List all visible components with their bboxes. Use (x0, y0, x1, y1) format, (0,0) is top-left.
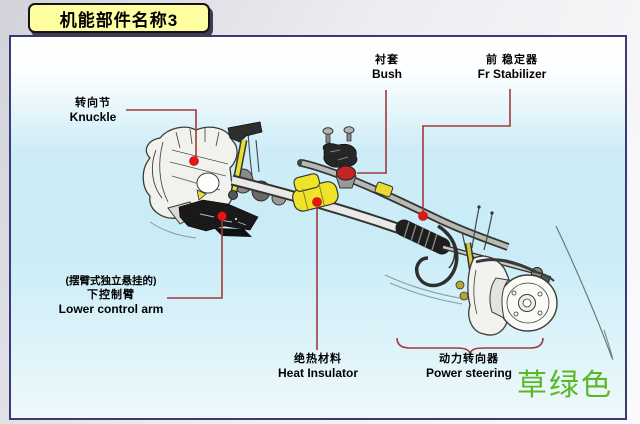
label-heat-insulator-zh: 绝热材料 (294, 353, 342, 365)
label-fr-stabilizer-en: Fr Stabilizer (477, 67, 547, 81)
label-bush-en: Bush (372, 67, 402, 81)
label-power-steering-zh: 动力转向器 (439, 353, 499, 365)
label-lower-control-arm-note: (摆臂式独立悬挂的) (65, 275, 157, 287)
label-knuckle-zh: 转向节 (75, 97, 111, 109)
label-heat-insulator-en: Heat Insulator (277, 366, 358, 380)
label-fr-stabilizer: 前 稳定器 Fr Stabilizer (466, 53, 558, 81)
label-lower-control-arm-en: Lower control arm (58, 302, 164, 316)
slide-title-text: 机能部件名称3 (59, 10, 179, 30)
label-knuckle-en: Knuckle (69, 110, 117, 124)
label-lower-control-arm-zh: 下控制臂 (87, 289, 135, 301)
label-power-steering-en: Power steering (425, 366, 513, 380)
label-fr-stabilizer-zh: 前 稳定器 (485, 54, 539, 66)
label-bush-zh: 衬套 (375, 54, 399, 66)
green-color-note: 草绿色 (517, 369, 613, 402)
label-power-steering: 动力转向器 Power steering (416, 352, 522, 380)
label-heat-insulator: 绝热材料 Heat Insulator (265, 352, 371, 380)
label-knuckle: 转向节 Knuckle (60, 96, 126, 124)
slide-title: 机能部件名称3 (28, 3, 210, 33)
label-bush: 衬套 Bush (355, 53, 419, 81)
label-lower-control-arm: (摆臂式独立悬挂的) 下控制臂 Lower control arm (46, 274, 176, 316)
